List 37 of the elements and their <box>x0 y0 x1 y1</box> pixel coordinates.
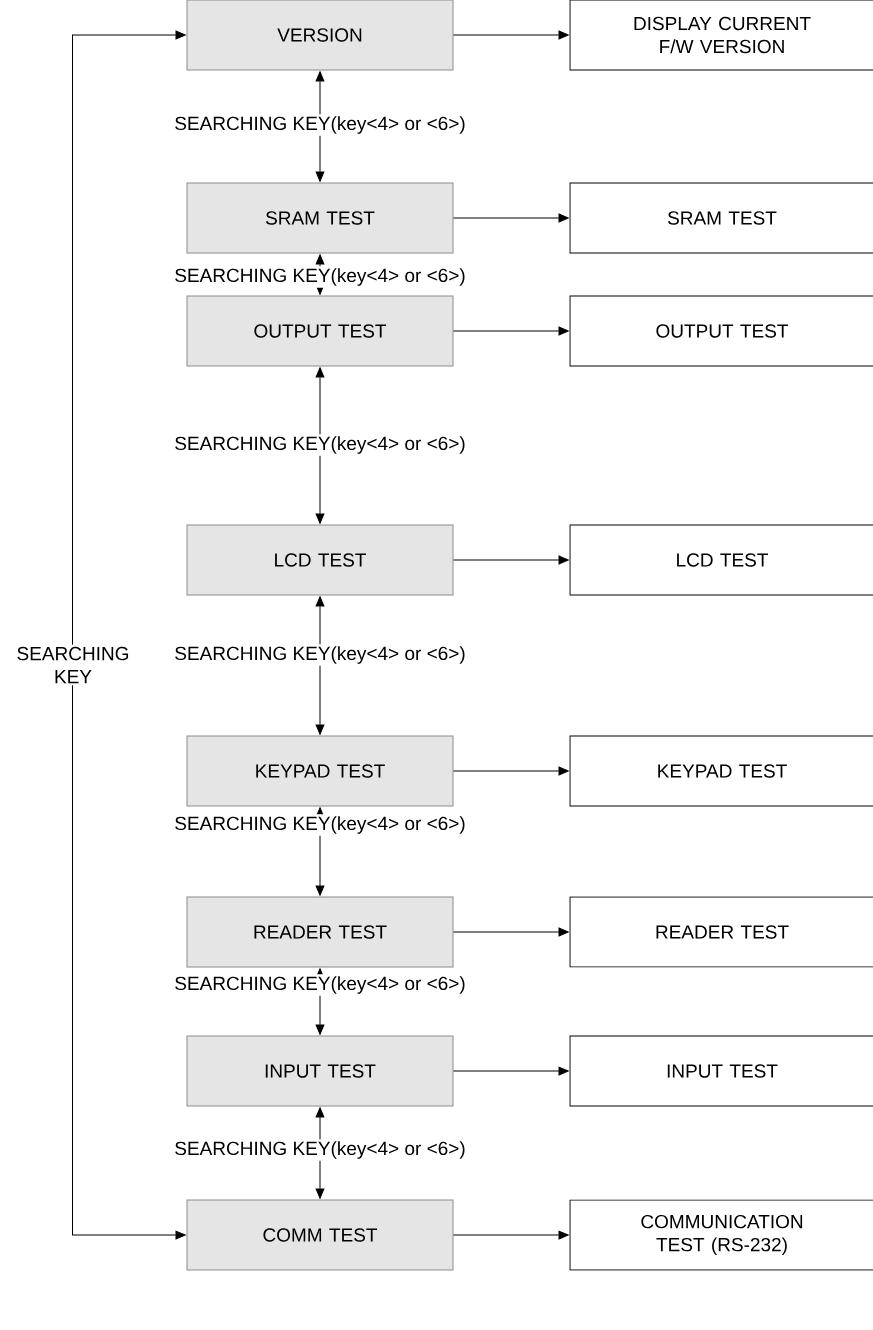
menu-box: COMM TEST <box>186 1199 454 1271</box>
edge-label: SEARCHING KEY(key<4> or <6>) <box>172 974 468 996</box>
arrow <box>453 927 569 937</box>
arrow <box>315 367 325 524</box>
edge-label: SEARCHING KEY(key<4> or <6>) <box>172 814 468 836</box>
menu-box: LCD TEST <box>186 524 454 596</box>
arrow <box>453 1066 569 1076</box>
arrow <box>315 596 325 735</box>
edge-label: SEARCHING KEY(key<4> or <6>) <box>172 434 468 456</box>
arrow <box>453 326 569 336</box>
menu-box: READER TEST <box>186 896 454 968</box>
result-box: SRAM TEST <box>569 182 873 254</box>
menu-box: OUTPUT TEST <box>186 295 454 367</box>
result-box: OUTPUT TEST <box>569 295 873 367</box>
result-box: INPUT TEST <box>569 1035 873 1107</box>
result-box: COMMUNICATION TEST (RS-232) <box>569 1199 873 1271</box>
menu-box: SRAM TEST <box>186 182 454 254</box>
result-box: DISPLAY CURRENT F/W VERSION <box>569 0 873 71</box>
edge-label: SEARCHING KEY(key<4> or <6>) <box>172 1139 468 1161</box>
arrow <box>453 213 569 223</box>
arrow <box>453 555 569 565</box>
menu-box: KEYPAD TEST <box>186 735 454 807</box>
edge-label: SEARCHING KEY(key<4> or <6>) <box>172 644 468 666</box>
arrow <box>72 30 186 1240</box>
menu-box: VERSION <box>186 0 454 71</box>
edge-label: SEARCHING KEY <box>12 644 134 686</box>
result-box: KEYPAD TEST <box>569 735 873 807</box>
arrow <box>315 71 325 182</box>
menu-box: INPUT TEST <box>186 1035 454 1107</box>
arrow <box>453 1230 569 1240</box>
arrow <box>453 766 569 776</box>
result-box: READER TEST <box>569 896 873 968</box>
edge-label: SEARCHING KEY(key<4> or <6>) <box>172 266 468 288</box>
arrow <box>315 1107 325 1199</box>
result-box: LCD TEST <box>569 524 873 596</box>
arrow <box>453 30 569 40</box>
edge-label: SEARCHING KEY(key<4> or <6>) <box>172 114 468 136</box>
